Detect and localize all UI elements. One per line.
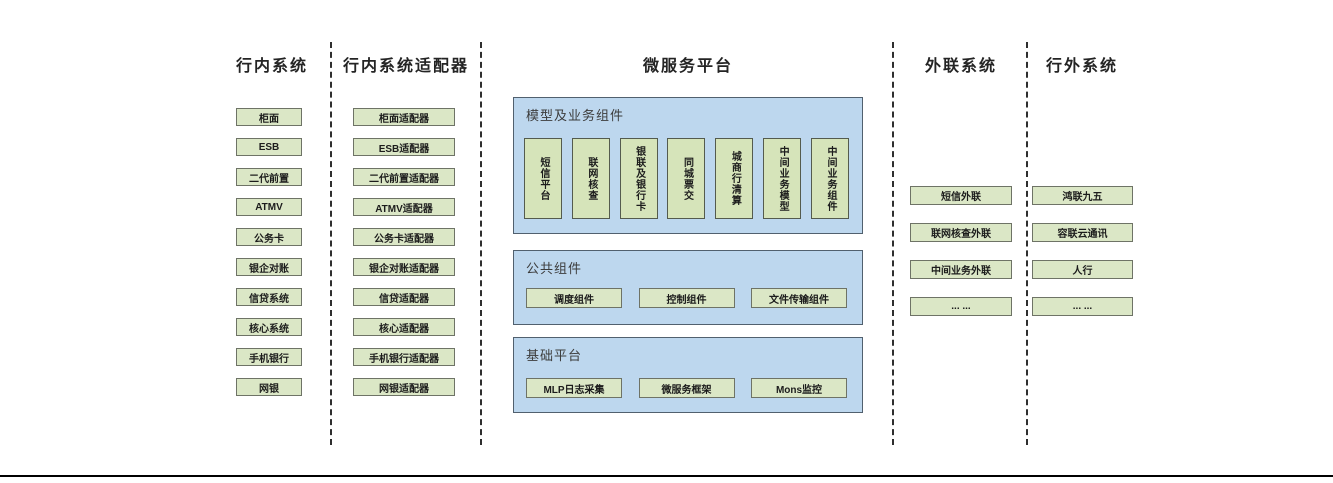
component-label: 短信平台 (538, 156, 549, 201)
common-components-panel: 公共组件 调度组件 控制组件 文件传输组件 (513, 250, 863, 325)
internal-adapters-column: 柜面适配器 ESB适配器 二代前置适配器 ATMV适配器 公务卡适配器 银企对账… (353, 108, 455, 408)
component-box: 中间业务模型 (763, 138, 802, 219)
bottom-divider-line (0, 475, 1333, 477)
component-box: 银联及银行卡 (619, 138, 658, 219)
component-box: 控制组件 (638, 288, 735, 308)
system-box: 信贷系统 (236, 288, 302, 306)
system-box: ESB (236, 138, 302, 156)
internal-systems-column: 柜面 ESB 二代前置 ATMV 公务卡 银企对账 信贷系统 核心系统 手机银行… (236, 108, 302, 408)
adapter-box: ATMV适配器 (353, 198, 455, 216)
component-label: 城商行清算 (729, 151, 741, 206)
dashed-separator (480, 42, 482, 445)
component-box: MLP日志采集 (526, 378, 622, 398)
adapter-box: 二代前置适配器 (353, 168, 455, 186)
component-box: 文件传输组件 (751, 288, 847, 308)
external-systems-column: 鸿联九五 容联云通讯 人行 ... ... (1032, 186, 1133, 334)
dashed-separator (330, 42, 332, 445)
base-platform-panel: 基础平台 MLP日志采集 微服务框架 Mons监控 (513, 337, 863, 413)
outreach-systems-column: 短信外联 联网核查外联 中间业务外联 ... ... (910, 186, 1012, 334)
model-business-components-panel: 模型及业务组件 短信平台 联网核查 银联及银行卡 同城票交 城商行清算 中间业务… (513, 97, 863, 234)
component-label: 中间业务模型 (777, 145, 789, 212)
vertical-component-row: 短信平台 联网核查 银联及银行卡 同城票交 城商行清算 中间业务模型 中间业务组… (524, 138, 849, 219)
dashed-separator (892, 42, 894, 445)
component-label: 银联及银行卡 (633, 145, 645, 212)
adapter-box: 银企对账适配器 (353, 258, 455, 276)
component-box: 同城票交 (667, 138, 706, 219)
system-box: ATMV (236, 198, 302, 216)
system-box: 手机银行 (236, 348, 302, 366)
system-box: ... ... (1032, 297, 1133, 316)
component-box: 微服务框架 (638, 378, 735, 398)
system-box: 柜面 (236, 108, 302, 126)
adapter-box: 信贷适配器 (353, 288, 455, 306)
system-box: 短信外联 (910, 186, 1012, 205)
system-box: 公务卡 (236, 228, 302, 246)
column-title-outreach-systems: 外联系统 (924, 58, 997, 75)
component-box: 中间业务组件 (810, 138, 849, 219)
panel-label: 公共组件 (526, 261, 583, 276)
column-title-internal-systems: 行内系统 (235, 58, 308, 75)
adapter-box: 网银适配器 (353, 378, 455, 396)
system-box: 人行 (1032, 260, 1133, 279)
component-box: 短信平台 (524, 138, 562, 219)
adapter-box: 柜面适配器 (353, 108, 455, 126)
component-row: MLP日志采集 微服务框架 Mons监控 (526, 378, 847, 398)
system-box: 二代前置 (236, 168, 302, 186)
component-box: 城商行清算 (715, 138, 754, 219)
adapter-box: ESB适配器 (353, 138, 455, 156)
system-box: 银企对账 (236, 258, 302, 276)
column-title-external-systems: 行外系统 (1045, 58, 1118, 75)
component-label: 联网核查 (585, 156, 597, 201)
panel-label: 模型及业务组件 (526, 108, 625, 123)
system-box: 中间业务外联 (910, 260, 1012, 279)
adapter-box: 核心适配器 (353, 318, 455, 336)
adapter-box: 公务卡适配器 (353, 228, 455, 246)
column-title-internal-adapters: 行内系统适配器 (342, 58, 469, 75)
component-box: 调度组件 (526, 288, 622, 308)
system-box: 鸿联九五 (1032, 186, 1133, 205)
dashed-separator (1026, 42, 1028, 445)
adapter-box: 手机银行适配器 (353, 348, 455, 366)
component-box: 联网核查 (571, 138, 610, 219)
column-title-microservice-platform: 微服务平台 (642, 58, 733, 75)
component-box: Mons监控 (751, 378, 847, 398)
system-box: 联网核查外联 (910, 223, 1012, 242)
system-box: ... ... (910, 297, 1012, 316)
panel-label: 基础平台 (526, 348, 583, 363)
system-box: 容联云通讯 (1032, 223, 1133, 242)
component-label: 同城票交 (681, 156, 693, 201)
component-label: 中间业务组件 (824, 145, 836, 212)
system-box: 核心系统 (236, 318, 302, 336)
system-box: 网银 (236, 378, 302, 396)
component-row: 调度组件 控制组件 文件传输组件 (526, 288, 847, 308)
